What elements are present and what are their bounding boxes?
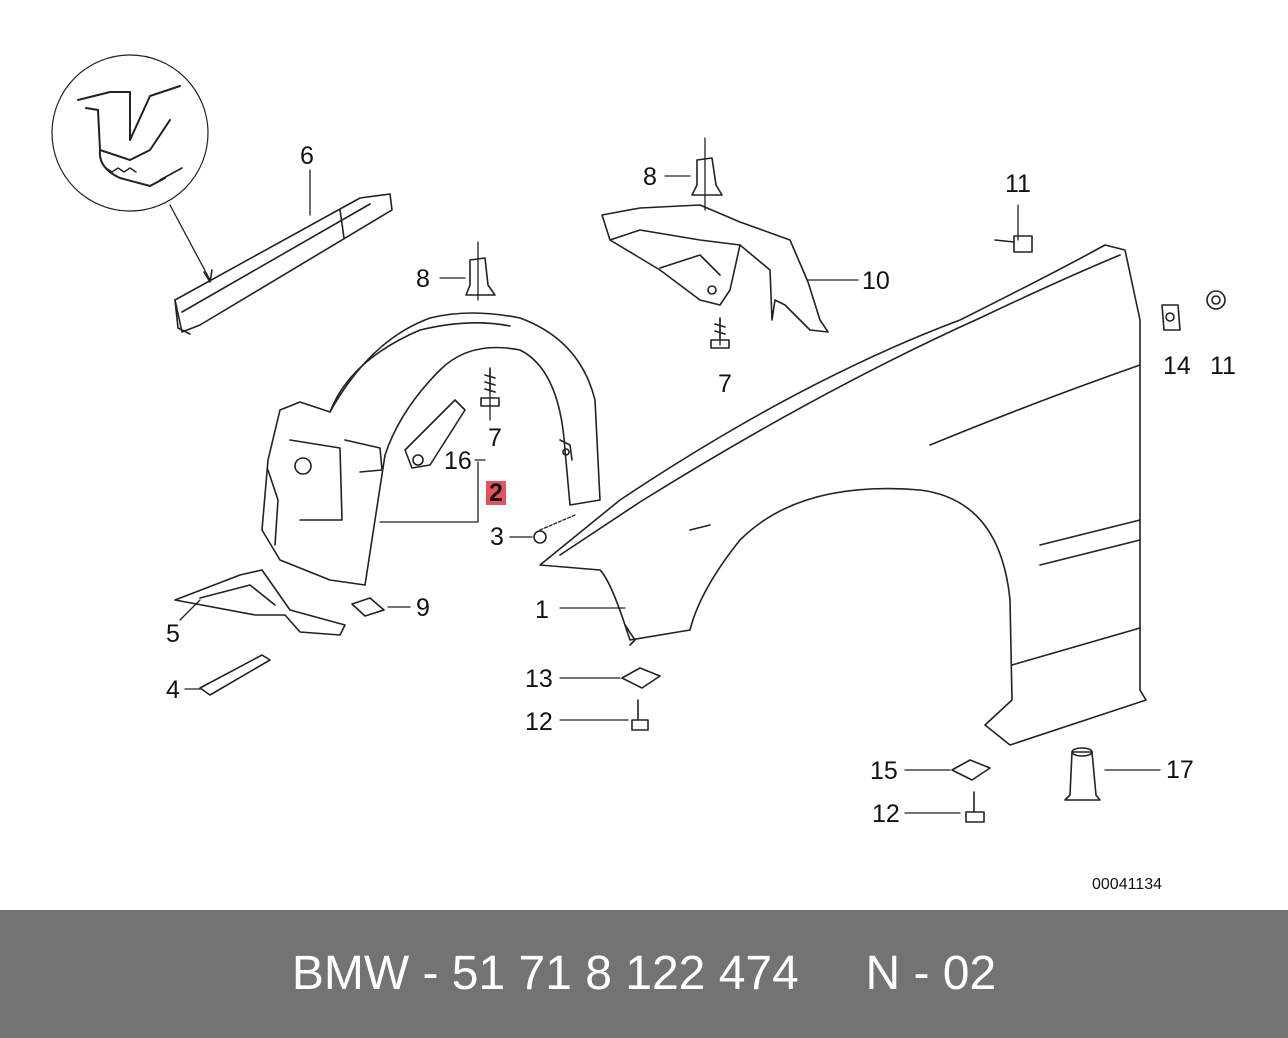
callout-5: 5 [166, 620, 180, 648]
part-11-bolt-a [994, 235, 1033, 253]
detail-magnifier [51, 54, 213, 283]
callout-15: 15 [870, 757, 898, 785]
callout-8-a: 8 [416, 265, 430, 293]
part-15-nut [951, 759, 991, 781]
callout-6: 6 [300, 142, 314, 170]
callout-2-highlighted: 2 [486, 481, 506, 506]
callout-4: 4 [166, 676, 180, 704]
part-12-bolt-b [965, 791, 985, 823]
part-11-nut-b [1206, 290, 1226, 310]
callout-12-b: 12 [872, 800, 900, 828]
part-1-fender [539, 244, 1147, 746]
part-7-screws [480, 317, 730, 407]
callout-13: 13 [525, 665, 553, 693]
callout-16: 16 [444, 447, 472, 475]
part-9-nut [351, 597, 385, 617]
part-13-nut [621, 667, 661, 689]
footer-part-number-text: BMW - 51 71 8 122 474 N - 02 [291, 947, 997, 1000]
callout-8-b: 8 [643, 163, 657, 191]
part-number-footer: BMW - 51 71 8 122 474 N - 02 [0, 910, 1288, 1038]
callout-12-a: 12 [525, 708, 553, 736]
part-12-bolt-a [631, 699, 649, 731]
part-3-screw [533, 530, 547, 544]
callout-11-a: 11 [1005, 170, 1031, 198]
callout-1: 1 [535, 596, 549, 624]
callout-10: 10 [862, 267, 890, 295]
parts-diagram: 1 2 3 4 5 6 7 7 8 8 9 10 11 11 12 12 13 … [51, 54, 1236, 893]
part-14-clip [1161, 304, 1181, 331]
callout-3: 3 [490, 523, 504, 551]
part-16-insert [404, 399, 466, 469]
callout-11-b: 11 [1210, 352, 1236, 380]
part-10-bracket [601, 204, 829, 333]
diagram-drawing [51, 54, 1226, 823]
part-6-sealing-strip [174, 169, 393, 335]
diagram-reference-code: 00041134 [1092, 876, 1162, 893]
part-4-strip [199, 654, 271, 696]
callout-9: 9 [416, 594, 430, 622]
callout-17: 17 [1166, 756, 1194, 784]
leader-lines [179, 137, 1161, 814]
part-8-clips [465, 157, 723, 296]
callout-7-b: 7 [718, 370, 732, 398]
part-17-sleeve [1064, 747, 1101, 801]
part-5-bracket [174, 569, 346, 636]
callout-7-a: 7 [488, 424, 502, 452]
callout-14: 14 [1163, 352, 1191, 380]
part-2-wheel-arch-cover [261, 312, 601, 586]
